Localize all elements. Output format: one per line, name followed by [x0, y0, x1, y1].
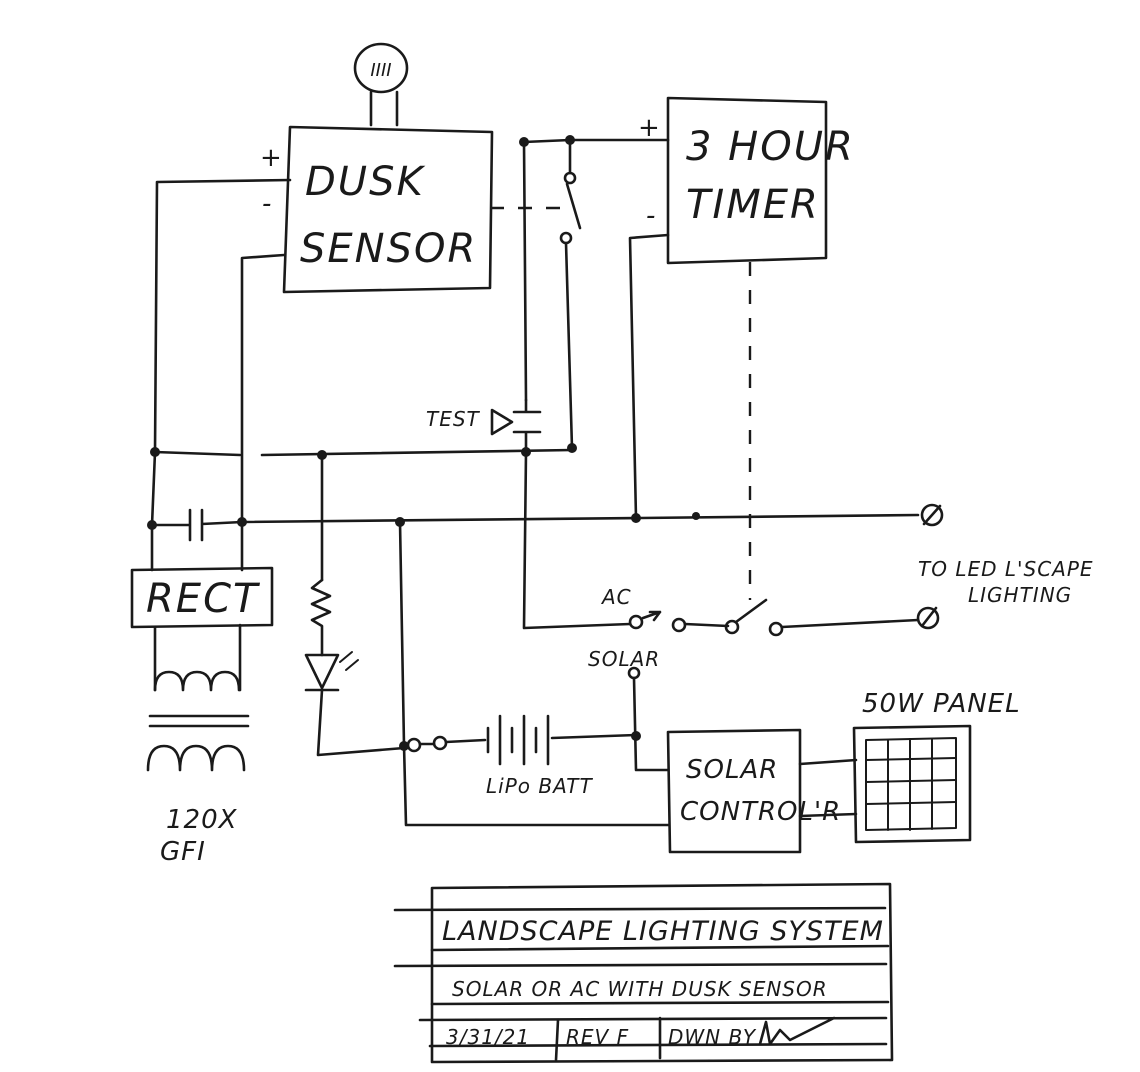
solar-controller-label-line2: CONTROL'R	[680, 797, 841, 827]
title-block-drawn-by: DWN BY	[668, 1025, 757, 1049]
photocell-icon: IIII	[353, 42, 409, 127]
title-block-rev: REV F	[566, 1025, 629, 1049]
solar-switch-label: SOLAR	[588, 647, 660, 671]
timer-box: 3 HOUR TIMER + -	[638, 96, 855, 265]
solar-controller-box: SOLAR CONTROL'R	[666, 728, 858, 854]
solar-panel-icon: 50W PANEL	[852, 689, 1021, 844]
test-label: TEST	[426, 407, 481, 431]
source-label-line1: 120X	[166, 805, 238, 835]
solar-controller-label-line1: SOLAR	[686, 755, 778, 785]
timer-label-line2: TIMER	[686, 182, 820, 228]
timer-plus: +	[638, 113, 661, 143]
battery-label: LiPo BATT	[486, 774, 594, 798]
dusk-sensor-minus: -	[262, 189, 272, 219]
photocell-label: IIII	[370, 60, 391, 81]
source-label-line2: GFI	[160, 837, 206, 867]
timer-label-line1: 3 HOUR	[686, 124, 855, 170]
output-label-line2: LIGHTING	[968, 583, 1072, 607]
wiring: TEST AC SOLAR	[147, 135, 944, 827]
title-block-date: 3/31/21	[446, 1025, 530, 1049]
dusk-sensor-box: DUSK SENSOR + -	[260, 125, 494, 294]
ac-label: AC	[600, 585, 632, 609]
dusk-sensor-label-line2: SENSOR	[300, 226, 477, 272]
dusk-sensor-plus: +	[260, 143, 283, 173]
output-label-line1: TO LED L'SCAPE	[918, 557, 1094, 581]
rectifier-box: RECT	[130, 566, 274, 692]
title-block-subtitle: SOLAR OR AC WITH DUSK SENSOR	[452, 977, 828, 1001]
title-block-title: LANDSCAPE LIGHTING SYSTEM	[442, 916, 884, 947]
dusk-sensor-label-line1: DUSK	[305, 159, 425, 205]
title-block: LANDSCAPE LIGHTING SYSTEM SOLAR OR AC WI…	[393, 882, 894, 1064]
rectifier-label: RECT	[146, 576, 261, 622]
panel-label: 50W PANEL	[862, 689, 1021, 719]
transformer-icon: 120X GFI	[146, 670, 250, 867]
timer-minus: -	[646, 201, 656, 231]
signature-mark	[758, 1016, 836, 1046]
